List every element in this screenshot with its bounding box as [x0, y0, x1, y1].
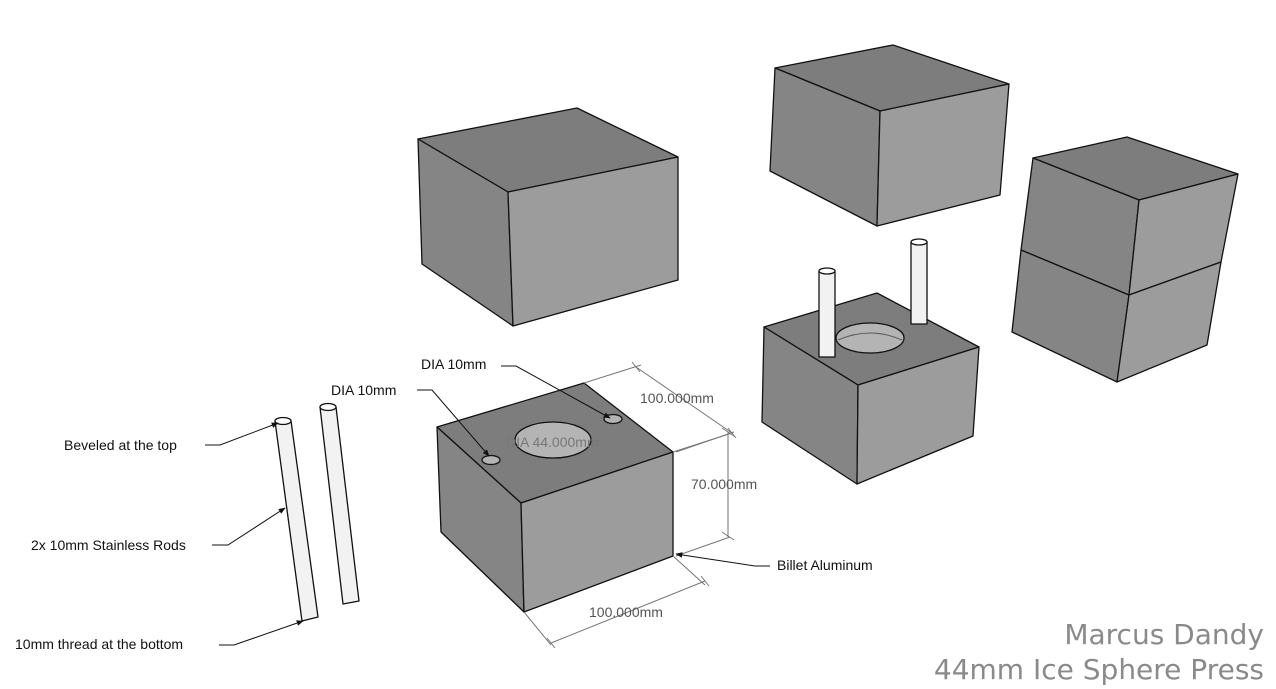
rod-hole-left — [481, 454, 501, 466]
sphere-cavity-dimensioned — [514, 421, 592, 459]
label-thread-bottom: 10mm thread at the bottom — [15, 636, 183, 652]
author-name: Marcus Dandy — [1064, 618, 1264, 651]
rod-left — [274, 416, 319, 622]
design-title: 44mm Ice Sphere Press — [934, 653, 1264, 686]
dim-width-bottom: 100.000mm — [589, 604, 663, 620]
label-stainless-rods: 2x 10mm Stainless Rods — [31, 537, 186, 553]
dim-width-top: 100.000mm — [640, 390, 714, 406]
label-billet-aluminum: Billet Aluminum — [777, 557, 873, 573]
sphere-cavity — [835, 322, 905, 354]
label-dia-left-hole: DIA 10mm — [331, 382, 396, 398]
top-block-upper-right — [769, 44, 1010, 227]
bottom-block-with-rods — [761, 238, 980, 485]
top-block-exploded — [417, 107, 679, 327]
leader-lines — [205, 365, 770, 646]
rod-right — [319, 402, 360, 605]
rod-right-installed — [910, 238, 928, 325]
label-dia-right-hole: DIA 10mm — [421, 356, 486, 372]
label-beveled-top: Beveled at the top — [64, 437, 177, 453]
sphere-diameter-dim: DIA 44.000mm — [506, 434, 599, 450]
bottom-block-dimensioned: DIA 44.000mm — [436, 382, 674, 613]
dimension-lines — [523, 361, 737, 649]
dim-height: 70.000mm — [691, 476, 757, 492]
assembled-press-stack — [1011, 136, 1239, 383]
rod-left-installed — [818, 267, 836, 358]
